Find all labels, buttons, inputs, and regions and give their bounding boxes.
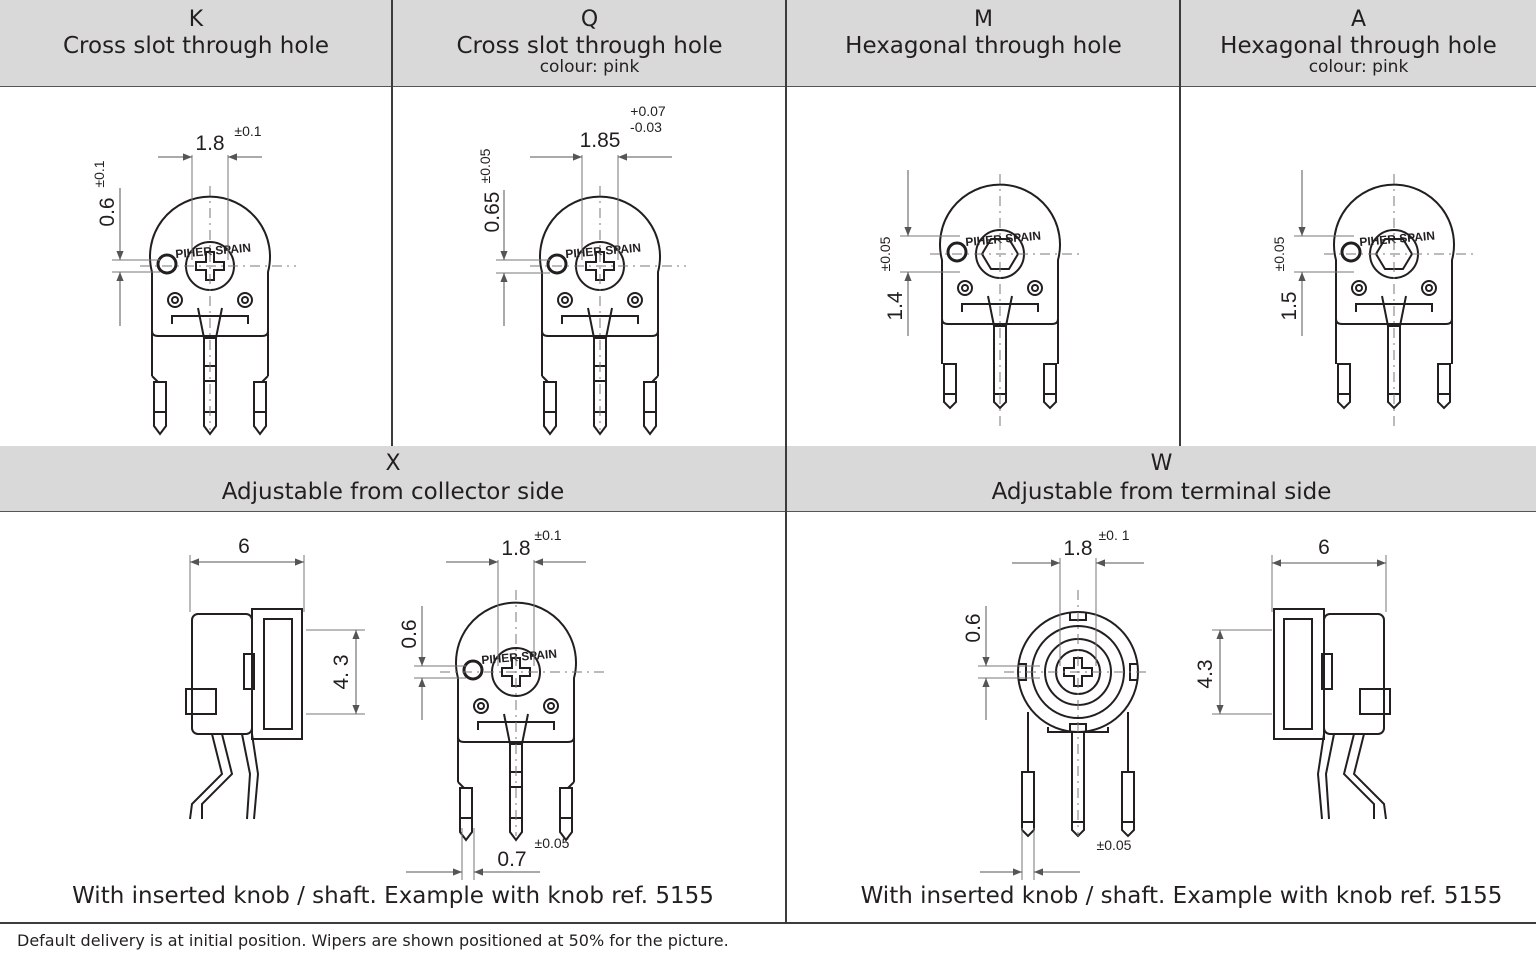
header-sub: colour: pink	[1308, 57, 1409, 77]
drawing-m: PIHER SPAIN 1.4 ±0.05	[877, 170, 1084, 426]
brand-text: PIHER SPAIN	[481, 647, 558, 668]
dim-a-offset: 1.5	[1278, 291, 1301, 320]
header-code: K	[188, 7, 204, 32]
dim-x-width-tol: ±0.1	[534, 527, 561, 543]
grid-line	[785, 0, 787, 922]
drawing-q: PIHER SPAIN 1.85 +0.07 -0.03 0.65 ±0.05	[477, 103, 686, 436]
dim-m-offset: 1.4	[884, 291, 907, 321]
grid-line	[0, 922, 1536, 924]
header-code: W	[1150, 451, 1173, 476]
caption-x: With inserted knob / shaft. Example with…	[72, 883, 714, 909]
dim-w-width: 1.8	[1063, 537, 1092, 560]
drawing-w-side: 6 4.3	[1194, 536, 1391, 820]
dim-k-offset: 0.6	[96, 197, 119, 226]
brand-text: PIHER SPAIN	[965, 229, 1042, 250]
dim-k-width-tol: ±0.1	[234, 123, 261, 139]
header-code: M	[974, 7, 993, 32]
dim-w-width-tol: ±0. 1	[1098, 527, 1129, 543]
dim-x-pin: 0.7	[497, 848, 526, 871]
header-x: X Adjustable from collector side	[0, 446, 786, 511]
header-title: Hexagonal through hole	[845, 33, 1122, 59]
grid-line	[0, 511, 1536, 512]
drawing-w-front: 1.8 ±0. 1 0.6 ±0.05	[962, 527, 1150, 880]
header-sub: colour: pink	[539, 57, 640, 77]
dim-x-height: 4. 3	[330, 654, 353, 689]
dim-x-pin-tol: ±0.05	[535, 835, 570, 851]
header-k: K Cross slot through hole	[0, 0, 392, 86]
header-code: X	[385, 451, 401, 476]
dim-w-pin-tol: ±0.05	[1097, 837, 1132, 853]
header-m: M Hexagonal through hole	[787, 0, 1180, 86]
dim-q-width-tol-minus: -0.03	[630, 119, 662, 135]
dim-q-offset-tol: ±0.05	[477, 148, 493, 183]
drawing-x-side: 6 4. 3	[185, 535, 365, 820]
drawing-k: PIHER SPAIN 1.8 ±0.1 0.6 ±0.1	[91, 123, 296, 436]
caption-w: With inserted knob / shaft. Example with…	[860, 883, 1503, 909]
header-q: Q Cross slot through hole colour: pink	[393, 0, 786, 86]
dim-q-offset: 0.65	[481, 192, 504, 233]
header-code: A	[1350, 7, 1367, 32]
header-a: A Hexagonal through hole colour: pink	[1181, 0, 1536, 86]
dim-q-width-tol-plus: +0.07	[630, 103, 666, 119]
dim-w-len: 6	[1318, 536, 1330, 559]
drawing-x-front: PIHER SPAIN 1.8 ±0.1 0.6 0.7 ±0.05	[398, 527, 604, 880]
header-title: Hexagonal through hole	[1220, 33, 1497, 59]
brand-text: PIHER SPAIN	[175, 241, 252, 262]
header-title: Cross slot through hole	[62, 33, 329, 59]
grid-line	[1179, 0, 1181, 446]
grid-line	[391, 0, 393, 446]
brand-text: PIHER SPAIN	[1359, 229, 1436, 250]
header-code: Q	[580, 7, 599, 32]
dim-a-offset-tol: ±0.05	[1271, 236, 1287, 271]
grid-line	[0, 86, 1536, 87]
dim-x-offset: 0.6	[398, 619, 421, 648]
dim-q-width: 1.85	[580, 129, 621, 152]
header-title: Adjustable from collector side	[221, 479, 565, 505]
dim-k-width: 1.8	[195, 132, 224, 155]
dim-k-offset-tol: ±0.1	[91, 160, 107, 187]
header-w: W Adjustable from terminal side	[787, 446, 1536, 511]
header-title: Adjustable from terminal side	[991, 479, 1332, 505]
dim-w-offset: 0.6	[962, 613, 985, 642]
dim-x-width: 1.8	[501, 537, 530, 560]
dim-m-offset-tol: ±0.05	[877, 236, 893, 271]
footnote: Default delivery is at initial position.…	[17, 931, 729, 950]
drawing-a: PIHER SPAIN 1.5 ±0.05	[1271, 170, 1478, 426]
dim-x-len: 6	[238, 535, 250, 558]
brand-text: PIHER SPAIN	[565, 241, 642, 262]
header-title: Cross slot through hole	[456, 33, 723, 59]
dim-w-height: 4.3	[1194, 659, 1217, 688]
